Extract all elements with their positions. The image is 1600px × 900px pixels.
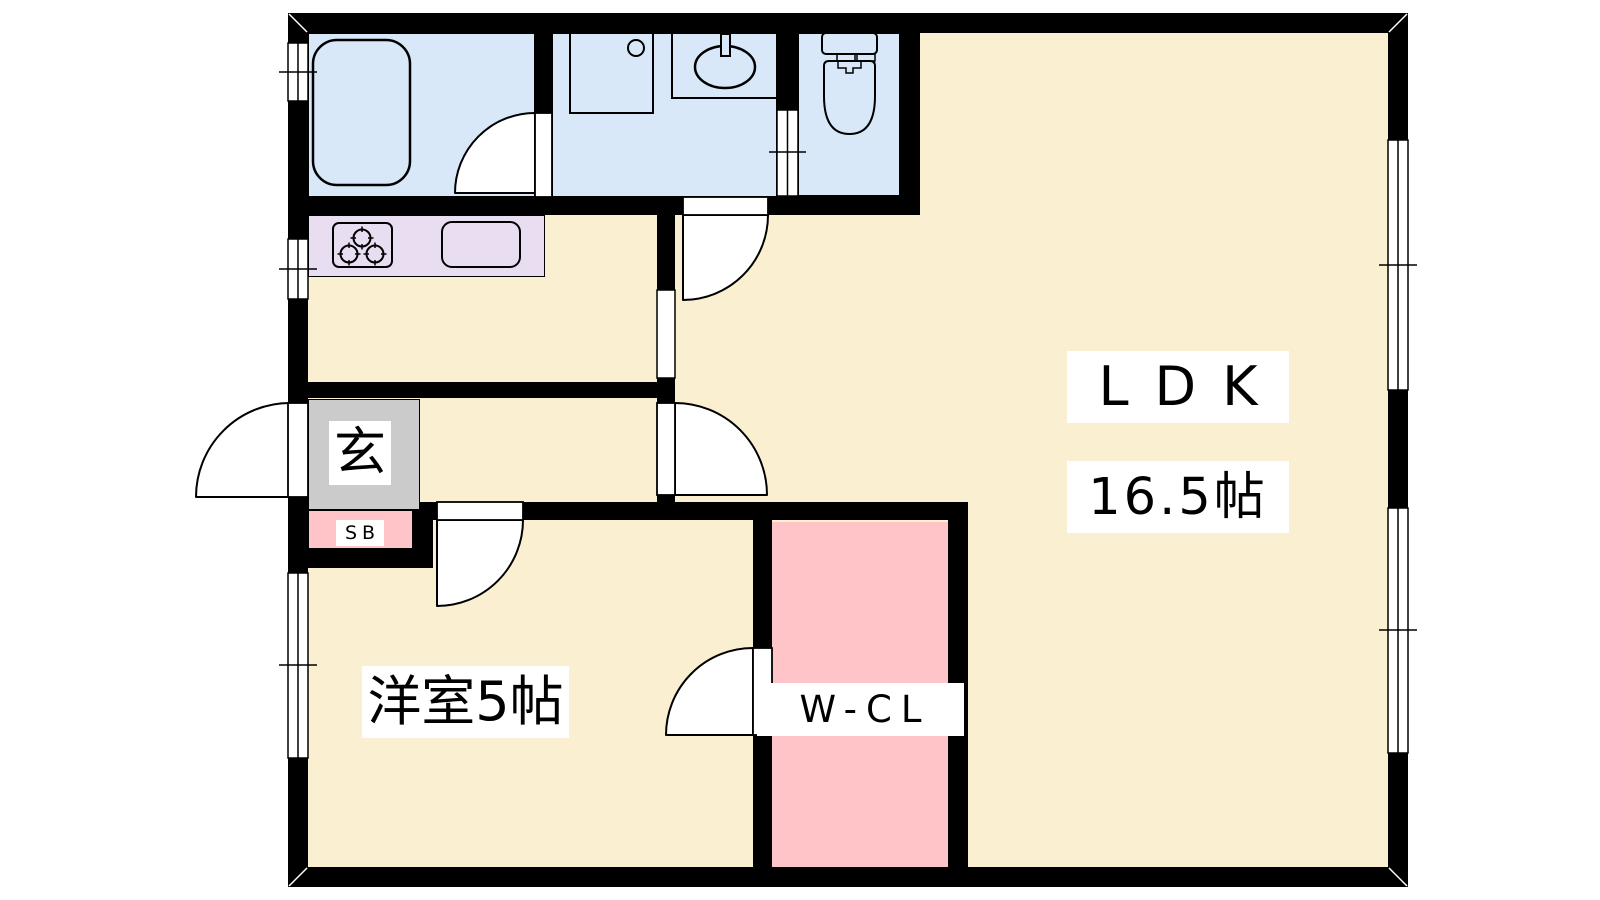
wall-kitchen-ldk: [657, 215, 675, 502]
kitchen-counter: [308, 215, 545, 277]
ldk-size-label: 16.5帖: [1067, 461, 1289, 533]
ldk-label: LDK: [1067, 351, 1289, 423]
entrance-door-arc: [195, 402, 291, 498]
toilet-room: [798, 33, 900, 196]
western-room-label: 洋室5帖: [362, 666, 569, 738]
washroom: [552, 33, 777, 197]
wall-shoebox-bottom: [288, 549, 433, 568]
entrance-label: 玄: [329, 421, 391, 485]
walk-in-closet-label: W-CL: [757, 683, 964, 736]
bathroom: [308, 33, 535, 197]
wall-south-of-corridor: [413, 502, 968, 520]
shoe-box-label: SB: [336, 520, 384, 546]
wall-corridor-top: [308, 382, 675, 398]
